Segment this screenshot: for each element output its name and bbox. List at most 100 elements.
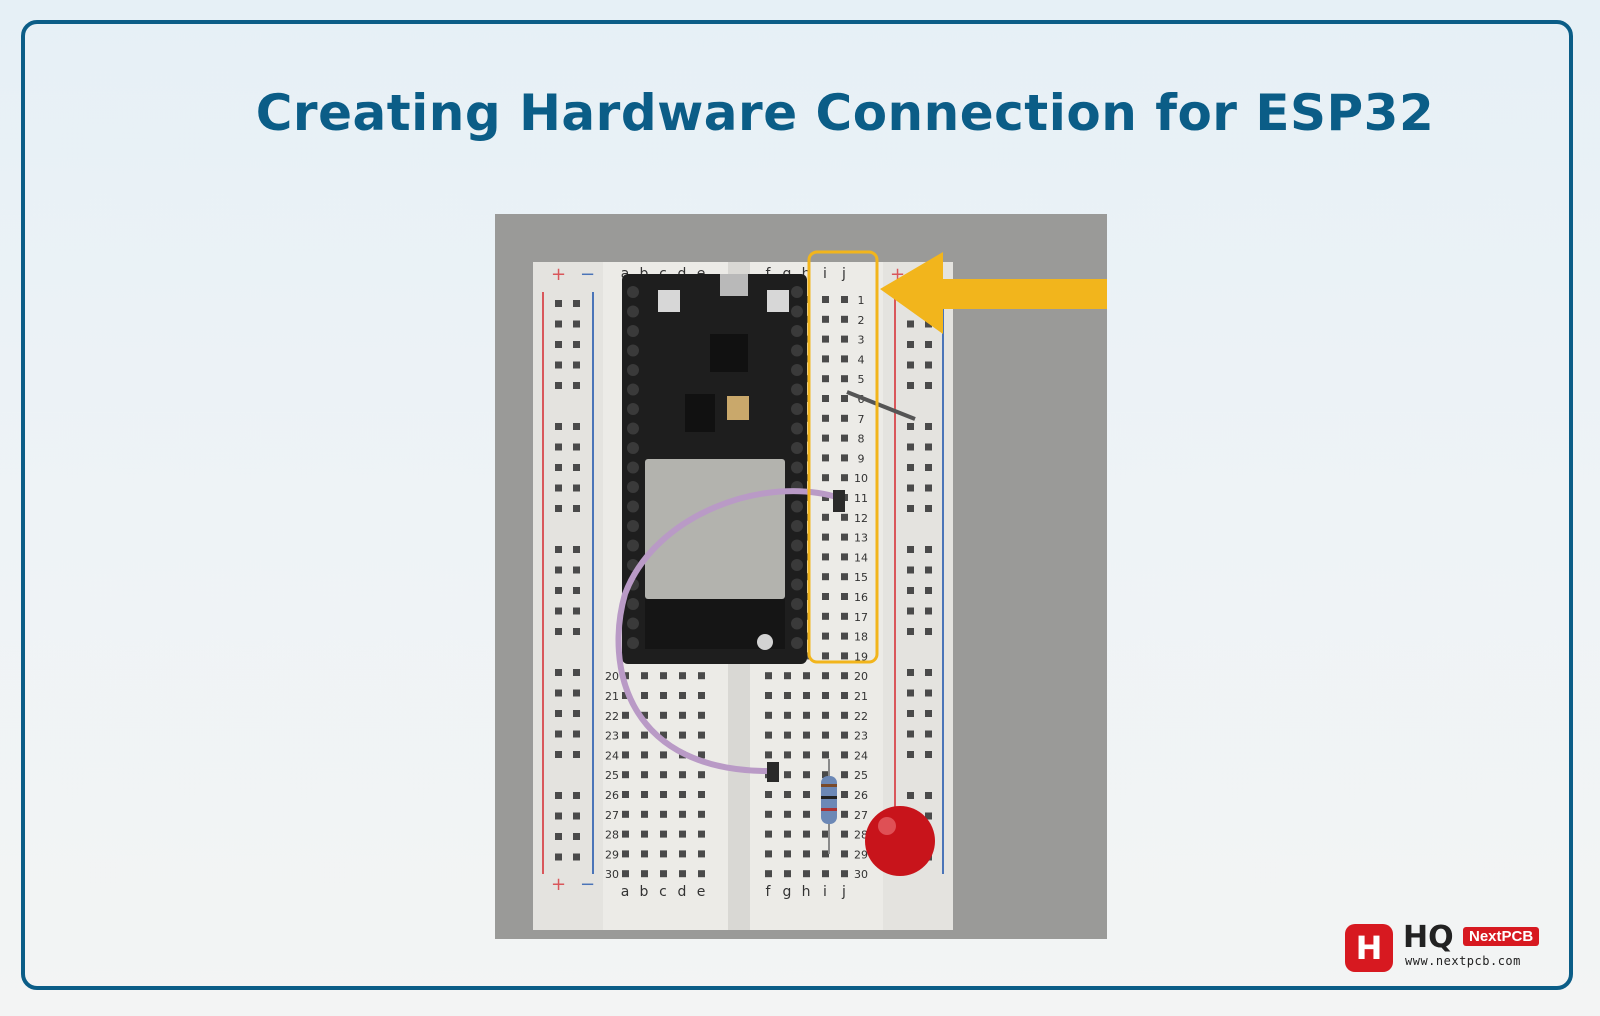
breadboard-hole xyxy=(841,533,848,541)
breadboard-hole xyxy=(841,395,848,402)
breadboard-hole xyxy=(679,791,686,798)
logo-mark-icon: H xyxy=(1345,924,1393,972)
breadboard-hole xyxy=(698,771,705,779)
esp32-pin xyxy=(791,637,803,649)
rail-hole xyxy=(925,730,932,738)
slide-frame xyxy=(21,20,1573,990)
column-label-bottom: i xyxy=(823,884,827,900)
rail-minus-label-bottom: − xyxy=(580,874,595,895)
esp32-pin xyxy=(791,598,803,610)
breadboard-hole xyxy=(822,533,829,541)
breadboard-hole xyxy=(641,791,648,798)
rail-hole xyxy=(573,607,580,615)
rail-hole xyxy=(907,587,914,594)
logo-badge: NextPCB xyxy=(1463,927,1540,946)
row-number-label: 3 xyxy=(858,334,865,347)
rail-hole xyxy=(907,361,914,369)
esp32-pin xyxy=(627,598,639,610)
breadboard-hole xyxy=(641,850,648,858)
breadboard-hole xyxy=(841,672,848,680)
rail-hole xyxy=(573,751,580,758)
breadboard-hole xyxy=(841,612,848,620)
column-label-bottom: e xyxy=(697,884,706,900)
breadboard-hole xyxy=(822,414,829,422)
rail-hole xyxy=(555,833,562,840)
breadboard-hole xyxy=(803,731,810,739)
rail-hole xyxy=(925,812,932,820)
rail-plus-label-bottom: + xyxy=(551,874,566,895)
esp32-pin xyxy=(627,344,639,357)
row-number-label: 19 xyxy=(854,650,868,663)
breadboard-hole xyxy=(841,791,848,798)
esp32-pin xyxy=(791,383,803,396)
breadboard-hole xyxy=(841,593,848,600)
breadboard-hole xyxy=(841,711,848,719)
column-label-bottom: d xyxy=(678,884,687,900)
breadboard-hole xyxy=(679,692,686,699)
esp32-pin xyxy=(791,617,803,630)
breadboard-hole xyxy=(841,870,848,878)
row-number-label: 4 xyxy=(858,353,865,366)
breadboard-hole xyxy=(765,692,772,699)
esp32-pin-headers xyxy=(627,286,803,649)
rail-hole xyxy=(573,361,580,369)
rail-hole xyxy=(573,730,580,738)
breadboard-hole xyxy=(841,810,848,818)
breadboard-hole xyxy=(841,573,848,581)
rail-hole xyxy=(925,710,932,717)
rail-hole xyxy=(573,710,580,717)
breadboard-hole xyxy=(822,711,829,719)
esp32-pin xyxy=(627,500,639,513)
rail-hole xyxy=(555,382,562,389)
breadboard-hole xyxy=(765,731,772,739)
breadboard-hole xyxy=(841,632,848,640)
rail-hole xyxy=(907,669,914,676)
wire-end-top xyxy=(833,490,845,512)
breadboard-hole xyxy=(822,870,829,878)
row-number-label: 21 xyxy=(854,690,868,703)
row-number-label-left: 23 xyxy=(605,730,619,743)
breadboard-hole xyxy=(803,870,810,878)
wire-end-bottom xyxy=(767,762,779,782)
breadboard-hole xyxy=(698,751,705,759)
rail-minus-label: − xyxy=(580,264,595,285)
esp32-pin xyxy=(791,520,803,532)
boot-button xyxy=(658,290,680,312)
breadboard-hole xyxy=(784,830,791,838)
breadboard-hole xyxy=(698,692,705,699)
rail-hole xyxy=(907,443,914,451)
breadboard-hole xyxy=(841,296,848,303)
breadboard-hole xyxy=(698,791,705,798)
esp32-pin xyxy=(627,520,639,532)
breadboard-hole xyxy=(841,375,848,383)
breadboard-hole xyxy=(822,434,829,442)
breadboard-hole xyxy=(841,553,848,561)
breadboard-hole xyxy=(784,751,791,759)
rail-hole xyxy=(555,300,562,307)
rail-hole xyxy=(907,341,914,348)
rail-hole xyxy=(573,341,580,348)
row-number-label-left: 28 xyxy=(605,829,619,842)
rail-hole xyxy=(555,587,562,594)
breadboard-hole xyxy=(822,553,829,561)
breadboard-hole xyxy=(784,810,791,818)
rail-hole xyxy=(925,464,932,471)
breadboard-hole xyxy=(822,296,829,303)
rail-hole xyxy=(555,730,562,738)
rail-hole xyxy=(925,341,932,348)
breadboard-hole xyxy=(765,850,772,858)
rail-hole xyxy=(573,853,580,861)
breadboard-hole xyxy=(841,474,848,482)
breadboard-hole xyxy=(841,751,848,759)
rail-hole xyxy=(555,341,562,348)
breadboard-hole xyxy=(803,791,810,798)
rail-hole xyxy=(555,792,562,799)
rail-hole xyxy=(555,607,562,615)
breadboard-hole xyxy=(641,810,648,818)
breadboard-hole xyxy=(841,315,848,323)
rail-hole xyxy=(573,628,580,635)
row-number-label: 28 xyxy=(854,829,868,842)
esp32-pin xyxy=(791,578,803,591)
rail-hole xyxy=(925,566,932,574)
breadboard-hole xyxy=(679,731,686,739)
